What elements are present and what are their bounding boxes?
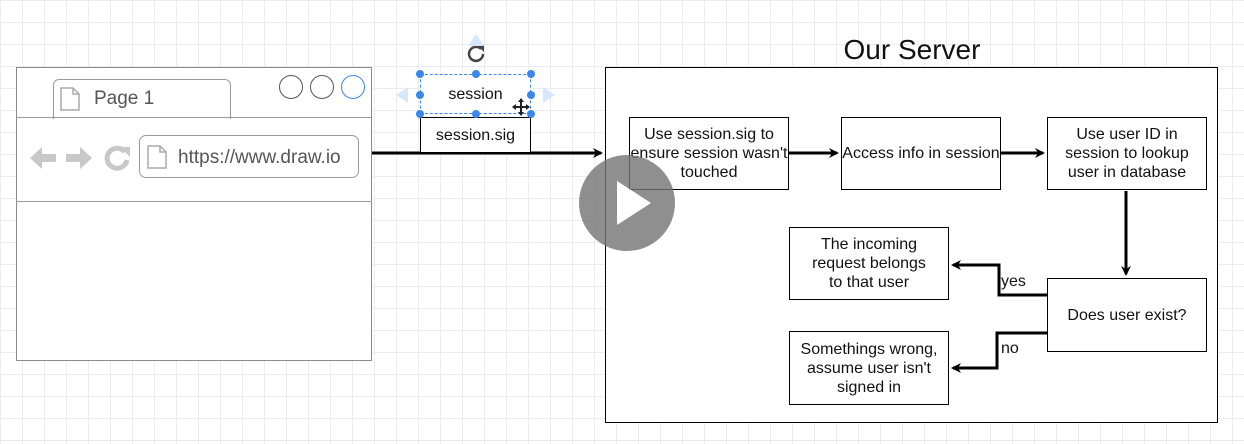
play-button[interactable] bbox=[579, 155, 675, 251]
step-access-session-text: Access info in session bbox=[842, 145, 1000, 162]
session-sig-label: session.sig bbox=[435, 126, 516, 144]
window-circle-2[interactable] bbox=[310, 75, 334, 99]
hover-arrow-right-icon[interactable] bbox=[541, 86, 555, 104]
session-sig-box[interactable]: session.sig bbox=[420, 117, 531, 153]
page-icon bbox=[60, 87, 80, 111]
resize-handle-mr[interactable] bbox=[527, 91, 535, 99]
resize-handle-bm[interactable] bbox=[472, 110, 480, 118]
step-lookup-user-text: Use user ID in session to lookup user in… bbox=[1065, 126, 1189, 181]
browser-tab[interactable] bbox=[53, 79, 231, 119]
url-bar[interactable] bbox=[139, 135, 359, 178]
hover-arrow-up-icon[interactable] bbox=[467, 34, 485, 46]
arrow-no bbox=[951, 331, 1047, 373]
url-page-icon bbox=[147, 145, 167, 169]
resize-handle-ml[interactable] bbox=[416, 91, 424, 99]
resize-handle-br[interactable] bbox=[527, 110, 535, 118]
resize-handle-tl[interactable] bbox=[416, 70, 424, 78]
step-access-session[interactable]: Access info in session bbox=[841, 117, 1001, 190]
result-user-found-text: The incoming request belongs to that use… bbox=[812, 236, 926, 291]
result-not-signed-in-text: Somethings wrong, assume user isn't sign… bbox=[800, 340, 938, 396]
result-user-found[interactable]: The incoming request belongs to that use… bbox=[789, 227, 949, 300]
yes-label: yes bbox=[1001, 273, 1026, 290]
server-title: Our Server bbox=[843, 34, 981, 65]
forward-arrow-icon[interactable] bbox=[64, 145, 94, 171]
move-cursor-icon bbox=[512, 98, 530, 116]
back-arrow-icon[interactable] bbox=[28, 145, 58, 171]
url-text: https://www.draw.io bbox=[178, 147, 341, 168]
arrow-yes bbox=[951, 260, 1047, 297]
toolbar-divider bbox=[16, 201, 372, 202]
resize-handle-bl[interactable] bbox=[416, 110, 424, 118]
tab-divider bbox=[16, 117, 372, 118]
step-verify-signature-text: Use session.sig to ensure session wasn't… bbox=[630, 126, 788, 181]
decision-user-exists[interactable]: Does user exist? bbox=[1047, 278, 1207, 352]
result-not-signed-in[interactable]: Somethings wrong, assume user isn't sign… bbox=[789, 331, 949, 405]
reload-icon[interactable] bbox=[102, 143, 132, 173]
hover-arrow-left-icon[interactable] bbox=[396, 86, 410, 104]
tab-label: Page 1 bbox=[94, 88, 155, 109]
rotate-icon[interactable] bbox=[465, 42, 487, 64]
session-label: session bbox=[448, 85, 503, 103]
window-circle-1[interactable] bbox=[279, 75, 303, 99]
resize-handle-tm[interactable] bbox=[472, 70, 480, 78]
no-label: no bbox=[1001, 340, 1019, 357]
step-lookup-user[interactable]: Use user ID in session to lookup user in… bbox=[1047, 117, 1207, 190]
window-circle-3[interactable] bbox=[341, 75, 365, 99]
decision-user-exists-text: Does user exist? bbox=[1067, 306, 1187, 324]
resize-handle-tr[interactable] bbox=[527, 70, 535, 78]
